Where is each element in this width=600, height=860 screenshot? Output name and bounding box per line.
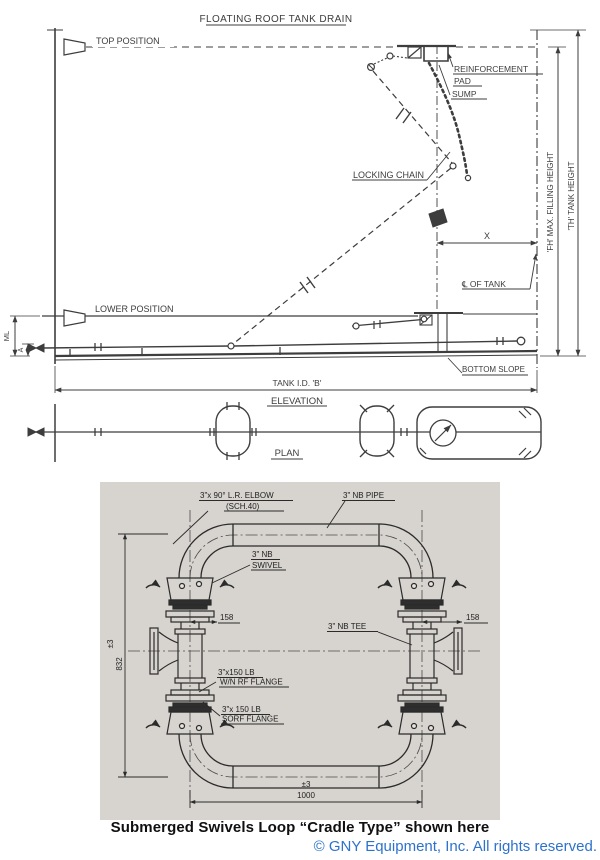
label-centerline-of-tank: ℄ OF TANK xyxy=(461,279,506,289)
label-th-tank-height: 'TH' TANK HEIGHT xyxy=(567,161,576,230)
dimension-lines xyxy=(10,29,586,393)
tank-shell-outline xyxy=(47,28,538,368)
label-wn-flange-line2: W/N RF FLANGE xyxy=(220,678,283,687)
pipe-loop xyxy=(178,523,434,789)
label-dim-1000: 1000 xyxy=(297,791,315,800)
detail-leaders xyxy=(172,500,413,725)
label-reinforcement-pad-line2: PAD xyxy=(454,76,471,86)
label-plan-view: PLAN xyxy=(275,448,300,459)
label-lower-position: LOWER POSITION xyxy=(95,304,174,314)
label-elevation-view: ELEVATION xyxy=(271,396,323,407)
label-a-dimension: A xyxy=(18,347,25,352)
label-locking-chain: LOCKING CHAIN xyxy=(353,170,424,180)
label-elbow-line2: (SCH.40) xyxy=(226,502,260,511)
label-dim-pm3-bottom: ±3 xyxy=(302,780,311,789)
copyright-text: © GNY Equipment, Inc. All rights reserve… xyxy=(313,838,597,855)
label-sorf-flange-line1: 3"x 150 LB xyxy=(222,705,261,714)
swivel-loop-photo: 3"x 90° L.R. ELBOW (SCH.40) 3" NB PIPE 3… xyxy=(100,482,500,820)
label-tank-id: TANK I.D. 'B' xyxy=(273,378,322,388)
label-fh-filling-height: 'FH' MAX. FILLING HEIGHT xyxy=(546,152,555,253)
label-sorf-flange-line2: SORF FLANGE xyxy=(222,715,278,724)
label-reinforcement-pad-line1: REINFORCEMENT xyxy=(454,64,528,74)
drawing-title: FLOATING ROOF TANK DRAIN xyxy=(200,14,353,25)
rotation-arrow xyxy=(220,725,234,728)
detail-centerlines xyxy=(128,510,480,798)
rotation-arrow xyxy=(452,585,466,588)
drain-pipe-lower-position xyxy=(27,315,526,356)
label-dim-pm3-left: ±3 xyxy=(106,639,115,648)
label-bottom-slope: BOTTOM SLOPE xyxy=(462,365,525,374)
photo-caption: Submerged Swivels Loop “Cradle Type” sho… xyxy=(110,819,490,836)
label-elbow-line1: 3"x 90° L.R. ELBOW xyxy=(200,491,274,500)
rotation-arrow xyxy=(378,585,392,588)
label-nb-pipe: 3" NB PIPE xyxy=(343,491,384,500)
label-dim-158-left: 158 xyxy=(220,613,234,622)
locking-chain xyxy=(427,61,472,182)
rotation-arrow xyxy=(146,725,160,728)
rotation-arrow xyxy=(452,725,466,728)
detail-dimensions xyxy=(118,533,488,808)
label-dim-158-right: 158 xyxy=(466,613,480,622)
label-x-dimension: X xyxy=(484,231,490,241)
label-swivel-line1: 3" NB xyxy=(252,550,273,559)
plan-view xyxy=(27,402,542,462)
drain-pipe-top-position xyxy=(232,52,457,345)
label-swivel-line2: SWIVEL xyxy=(252,561,283,570)
label-dim-832: 832 xyxy=(115,657,124,671)
label-sump: SUMP xyxy=(452,89,477,99)
rotation-arrow xyxy=(220,585,234,588)
rotation-arrow xyxy=(378,725,392,728)
label-top-position: TOP POSITION xyxy=(96,36,160,46)
label-wn-flange-line1: 3"x150 LB xyxy=(218,668,255,677)
swivel-tee-assemblies xyxy=(149,577,463,735)
swivel-loop-detail-drawing: 3"x 90° L.R. ELBOW (SCH.40) 3" NB PIPE 3… xyxy=(106,491,488,808)
label-nb-tee: 3" NB TEE xyxy=(328,622,366,631)
rotation-arrow xyxy=(146,585,160,588)
tank-drain-drawing: FLOATING ROOF TANK DRAIN TOP POSITION RE… xyxy=(2,14,586,462)
roof-lower-position xyxy=(42,309,537,351)
label-leaders xyxy=(92,24,543,407)
label-ml-dimension: ML xyxy=(2,331,11,341)
